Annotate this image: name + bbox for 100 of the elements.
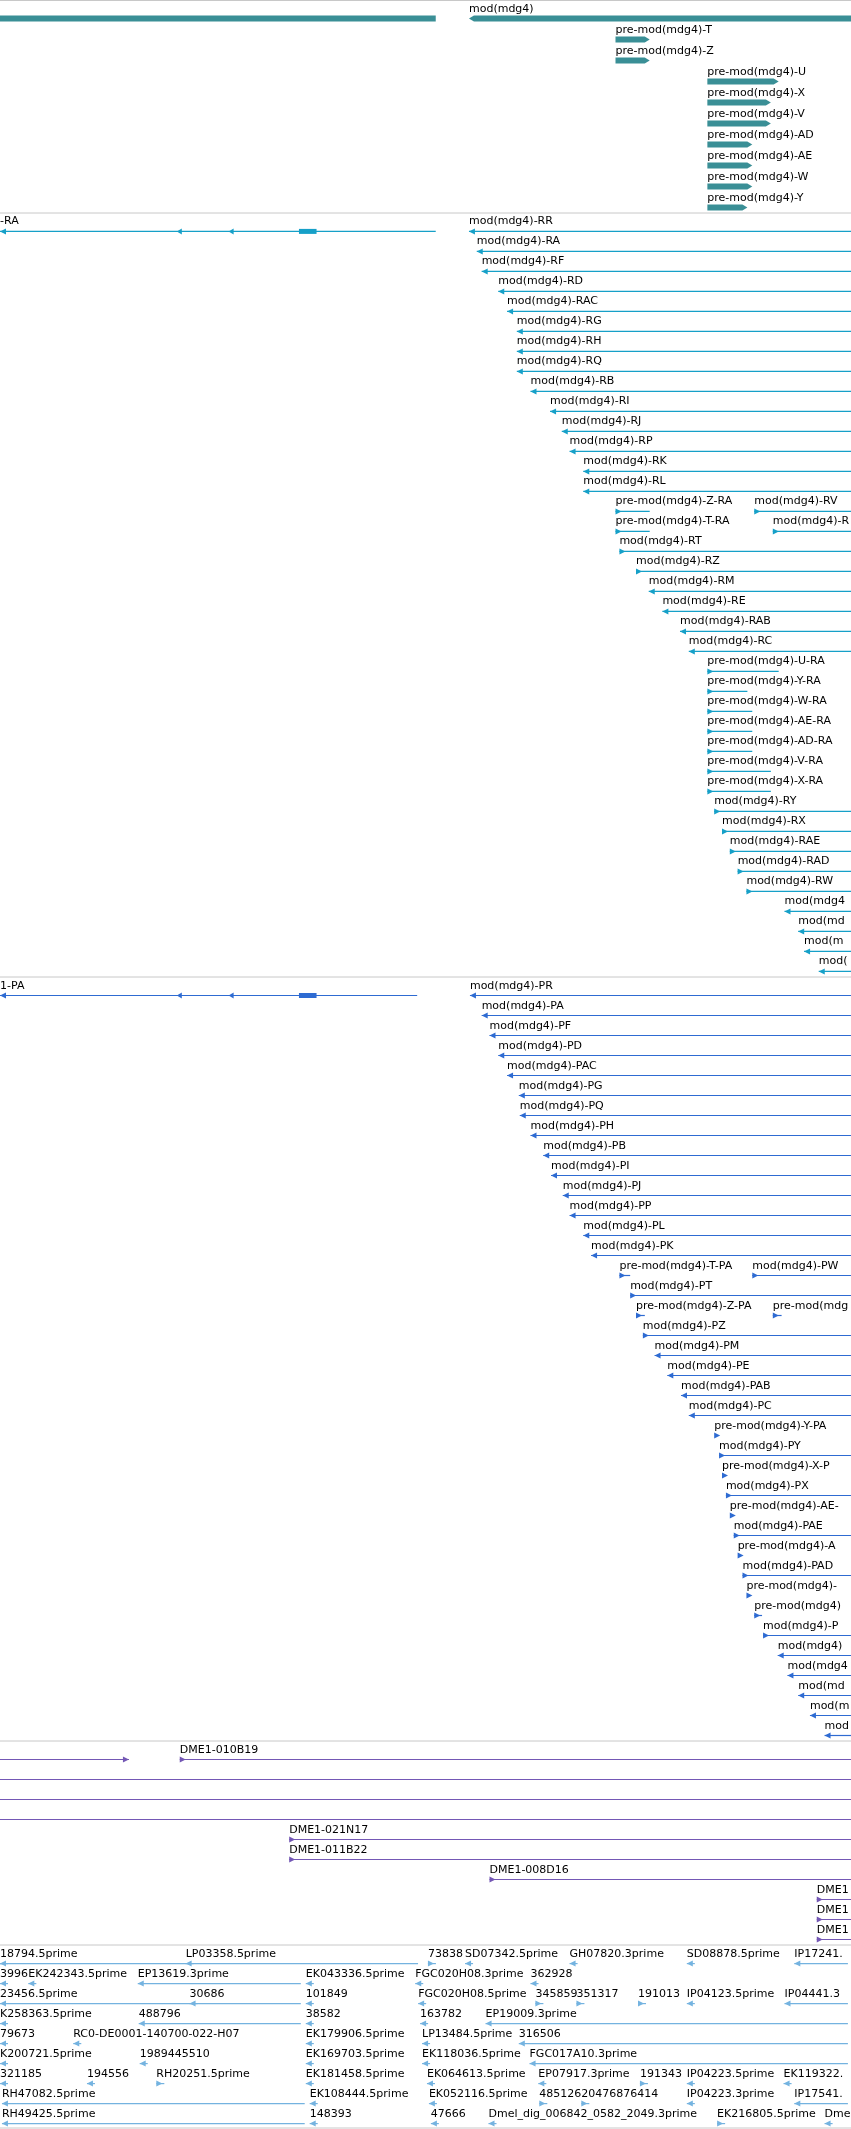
- protein-label: pre-mod(mdg4): [754, 1598, 841, 1612]
- est-label: 47666: [430, 2106, 466, 2120]
- protein-label: mod(mdg4: [787, 1658, 848, 1672]
- protein-label: mod(md: [798, 1678, 845, 1692]
- transcript-label: mod(mdg4)-RQ: [516, 354, 602, 368]
- transcript-label: pre-mod(mdg4)-AE-RA: [707, 714, 831, 728]
- protein-label: mod(mdg4)-PAE: [733, 1518, 823, 1532]
- protein-label: mod(mdg4)-PR: [469, 978, 553, 992]
- est-label: 1989445510: [139, 2046, 210, 2060]
- transcript-label: mod(mdg4)-RA: [476, 234, 561, 248]
- gene-label: pre-mod(mdg4)-AD: [707, 128, 814, 141]
- gene-label: pre-mod(mdg4)-X: [707, 86, 805, 99]
- est-label: 18794.5prime: [0, 1946, 78, 1960]
- transcript-label: mod(mdg4)-RH: [516, 334, 602, 348]
- est-label: EP07917.3prime: [538, 2066, 630, 2080]
- clone-label: DME1-011B22: [289, 1842, 368, 1856]
- est-label: IP04223.5prime: [686, 2066, 775, 2080]
- protein-label: pre-mod(mdg4)-A: [737, 1538, 836, 1552]
- protein-label: mod(mdg4)-PAD: [742, 1558, 834, 1572]
- protein-label: pre-mod(mdg4)-X-P: [722, 1458, 830, 1472]
- transcript-label: mod(mdg4)-RB: [530, 374, 615, 388]
- transcript-label: mod(mdg4)-RK: [583, 454, 667, 468]
- est-label: GH07820.3prime: [569, 1946, 664, 1960]
- est-label: 194556: [86, 2066, 129, 2080]
- transcript-label: mod(mdg4)-RW: [746, 874, 834, 888]
- protein-label: mod(m: [809, 1698, 850, 1712]
- est-label: FGC017A10.3prime: [529, 2046, 638, 2060]
- clone-label: DME1: [816, 1902, 849, 1916]
- protein-label: mod(mdg4)-PJ: [562, 1178, 642, 1192]
- transcript-label: mod(mdg4)-RD: [498, 274, 584, 288]
- protein-label: pre-mod(mdg4)-AE-: [729, 1498, 839, 1512]
- protein-label: mod(mdg4)-PX: [725, 1478, 809, 1492]
- protein-label: pre-mod(mdg: [772, 1298, 849, 1312]
- protein-label: mod(mdg4)-PA: [481, 998, 564, 1012]
- est-label: SD08878.5prime: [686, 1946, 780, 1960]
- protein-label: mod(mdg4)-PD: [498, 1038, 583, 1052]
- est-label: RH47082.5prime: [1, 2086, 96, 2100]
- transcript-label: mod(mdg4)-RG: [516, 314, 602, 328]
- gene-label: pre-mod(mdg4)-U: [707, 65, 807, 78]
- transcript-label: pre-mod(mdg4)-AD-RA: [707, 734, 833, 748]
- protein-label: mod(mdg4)-P: [763, 1618, 839, 1632]
- transcript-label: mod(mdg4)-RAE: [729, 834, 821, 848]
- est-label: 345859: [535, 1986, 578, 2000]
- transcript-label: mod(mdg4)-RT: [619, 534, 702, 548]
- transcript-label: pre-mod(mdg4)-X-RA: [707, 774, 824, 788]
- transcript-label: mod(mdg4)-RC: [688, 634, 773, 648]
- transcript-label: mod(mdg4)-RF: [481, 254, 565, 268]
- transcript-label: mod(mdg4)-RV: [754, 494, 838, 508]
- est-label: EK179906.5prime: [305, 2026, 405, 2040]
- transcript-label: mod(mdg4)-RAB: [680, 614, 771, 628]
- transcript-label: mod(mdg4)-RY: [714, 794, 797, 808]
- protein-label: mod(mdg4)-PW: [752, 1258, 839, 1272]
- transcript-label: mod(mdg4)-RJ: [561, 414, 642, 428]
- est-label: 191343: [639, 2066, 682, 2080]
- est-label: EK118036.5prime: [422, 2046, 521, 2060]
- est-label: EK169703.5prime: [305, 2046, 405, 2060]
- protein-label: mod(mdg4)-PAC: [507, 1058, 597, 1072]
- est-label: LP13484.5prime: [422, 2026, 513, 2040]
- protein-label: pre-mod(mdg4)-Y-PA: [714, 1418, 827, 1432]
- est-label: 321185: [0, 2066, 42, 2080]
- est-label: 485126: [539, 2086, 582, 2100]
- est-label: 362928: [530, 1966, 573, 1980]
- est-label: IP17241.: [794, 1946, 843, 1960]
- est-label: 3996: [0, 1966, 28, 1980]
- est-label: EK052116.5prime: [428, 2086, 528, 2100]
- transcript-label: mod(mdg4)-RP: [569, 434, 653, 448]
- gene-label: pre-mod(mdg4)-Y: [707, 191, 804, 204]
- protein-label: mod(mdg4)-PP: [569, 1198, 652, 1212]
- transcript-label: mod(mdg4)-RX: [722, 814, 806, 828]
- protein-label: pre-mod(mdg4)-: [746, 1578, 838, 1592]
- transcript-label: mod(mdg4)-RL: [583, 474, 666, 488]
- transcript-label: pre-mod(mdg4)-Z-RA: [615, 494, 733, 508]
- est-label: EP19009.3prime: [485, 2006, 577, 2020]
- est-label: IP04441.3: [784, 1986, 840, 2000]
- est-label: EK064613.5prime: [426, 2066, 526, 2080]
- est-label: EK216805.5prime: [717, 2106, 816, 2120]
- est-label: 23456.5prime: [0, 1986, 78, 2000]
- est-label: SD07342.5prime: [465, 1946, 559, 1960]
- est-label: IP04223.3prime: [686, 2086, 775, 2100]
- est-label: 191013: [637, 1986, 680, 2000]
- clone-label: DME1: [816, 1882, 849, 1896]
- transcript-label: mod(mdg4: [784, 894, 845, 908]
- gene-label: pre-mod(mdg4)-T: [615, 23, 712, 36]
- gene-label: mod(mdg4): [468, 2, 534, 15]
- protein-label: mod(mdg4)-PH: [530, 1118, 615, 1132]
- transcript-label: mod(: [818, 954, 848, 968]
- est-label: EK108444.5prime: [309, 2086, 409, 2100]
- transcript-label: pre-mod(mdg4)-U-RA: [707, 654, 825, 668]
- est-label: IP04123.5prime: [686, 1986, 775, 2000]
- est-label: IP17541.: [794, 2086, 843, 2100]
- protein-label: pre-mod(mdg4)-T-PA: [619, 1258, 733, 1272]
- est-label: EP13619.3prime: [137, 1966, 229, 1980]
- est-label: EK043336.5prime: [305, 1966, 405, 1980]
- protein-label: mod(mdg4)-PT: [630, 1278, 713, 1292]
- protein-label: mod(mdg4)-PF: [489, 1018, 572, 1032]
- protein-label: mod(mdg4)-PC: [688, 1398, 772, 1412]
- est-label: 316506: [518, 2026, 561, 2040]
- transcript-label: mod(mdg4)-R: [772, 514, 850, 528]
- est-label: 148393: [309, 2106, 352, 2120]
- protein-label: mod(mdg4)-PZ: [642, 1318, 726, 1332]
